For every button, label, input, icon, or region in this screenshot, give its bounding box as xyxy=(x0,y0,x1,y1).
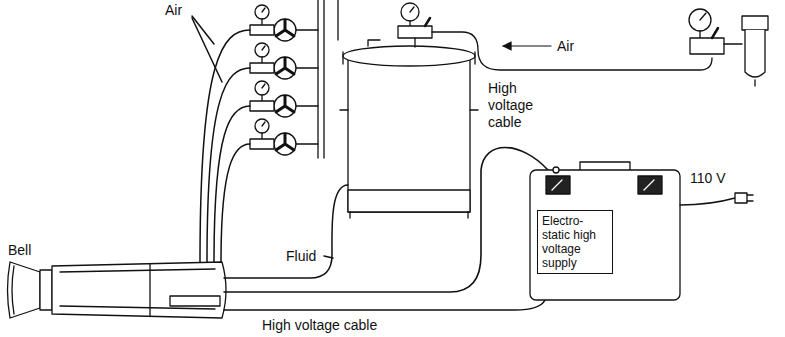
air-hoses xyxy=(192,16,250,262)
cable-label: High voltage cable xyxy=(262,317,377,334)
air-label: Air xyxy=(165,2,182,19)
air-regulators xyxy=(250,5,318,155)
fluid-hose xyxy=(224,185,348,278)
air-manifold xyxy=(318,0,338,158)
cable-label: High voltage cable xyxy=(488,80,544,131)
panel-text: Electro- static high voltage supply xyxy=(542,214,608,270)
air-label: Air xyxy=(557,38,574,55)
bell-gun xyxy=(8,262,227,318)
pressure-tank xyxy=(340,3,712,218)
high-voltage-supply xyxy=(530,162,753,300)
fluid-label: Fluid xyxy=(286,248,316,265)
supply-label-panel: Electro- static high voltage supply xyxy=(537,210,613,274)
filter-regulator xyxy=(689,9,768,86)
part-label: Bell xyxy=(8,242,31,259)
voltage-label: 110 V xyxy=(690,170,726,187)
air-arrow xyxy=(503,45,551,46)
high-voltage-cables xyxy=(224,148,548,311)
